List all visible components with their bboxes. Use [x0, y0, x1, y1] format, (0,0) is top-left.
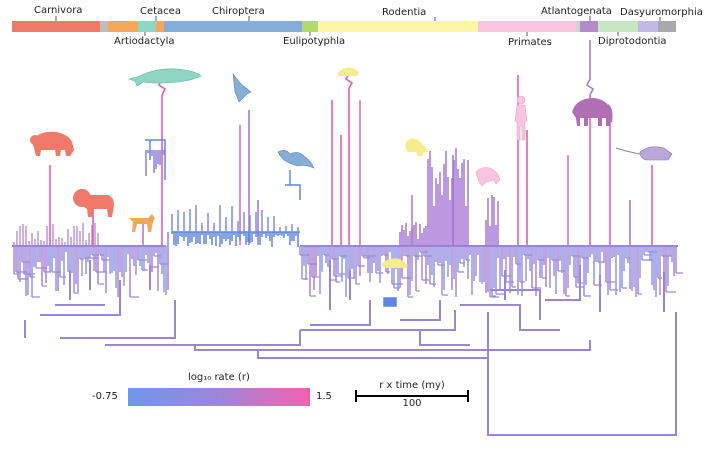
rate-colorbar [128, 388, 310, 406]
order-bar [12, 21, 676, 32]
order-label-primates: Primates [508, 37, 552, 48]
order-segment-cetacea [138, 21, 156, 32]
order-segment-artiodactyla [108, 21, 138, 32]
order-label-cetacea: Cetacea [140, 6, 181, 17]
human-silhouette [514, 95, 528, 141]
order-label-eulipotyphla: Eulipotyphla [283, 36, 346, 47]
order-segment-carnivora [12, 21, 100, 32]
order-segment-rodentia [318, 21, 478, 32]
mouse-silhouette [615, 146, 673, 161]
rodent-blue-cluster [383, 297, 397, 307]
rodent-silhouette [337, 67, 428, 268]
order-segment-gap5 [658, 21, 676, 32]
rodentia-clade [399, 148, 499, 246]
deer-silhouette [129, 214, 155, 232]
legend-max: 1.5 [316, 391, 332, 402]
scale-bar-label: r x time (my) [379, 380, 445, 391]
animal-silhouettes [30, 67, 673, 268]
order-label-dasyuromorphia: Dasyuromorphia [620, 7, 703, 18]
tree-crown [12, 223, 683, 298]
bat-silhouette [232, 73, 315, 169]
order-label-artiodactyla: Artiodactyla [114, 36, 175, 47]
order-label-chiroptera: Chiroptera [212, 6, 265, 17]
scale-bar [355, 390, 469, 402]
order-segment-primates [478, 21, 576, 32]
order-segment-eulipotyphla [302, 21, 318, 32]
lion-silhouette [73, 189, 114, 217]
order-segment-chiroptera [164, 21, 302, 32]
order-label-ticks [55, 16, 661, 36]
order-label-diprotodontia: Diprotodontia [598, 36, 667, 47]
order-label-carnivora: Carnivora [34, 5, 83, 16]
legend-min: -0.75 [92, 391, 118, 402]
order-segment-atlantogenata [580, 21, 598, 32]
bat-stem [145, 139, 301, 200]
order-segment-gap1 [100, 21, 108, 32]
bear-silhouette [30, 131, 74, 156]
order-segment-gap3 [576, 21, 580, 32]
order-label-rodentia: Rodentia [382, 7, 427, 18]
legend-title: log₁₀ rate (r) [188, 372, 250, 383]
whale-silhouette [127, 68, 202, 87]
order-label-atlantogenata: Atlantogenata [541, 6, 612, 17]
chiroptera-clade [145, 139, 397, 307]
elephant-silhouette [572, 98, 613, 126]
order-segment-dasyuromorphia [638, 21, 658, 32]
scale-bar-value: 100 [402, 398, 422, 409]
order-segment-diprotodontia [598, 21, 638, 32]
monkey-silhouette [475, 167, 501, 187]
tree-backbone [24, 260, 677, 436]
order-segment-gap2 [156, 21, 164, 32]
